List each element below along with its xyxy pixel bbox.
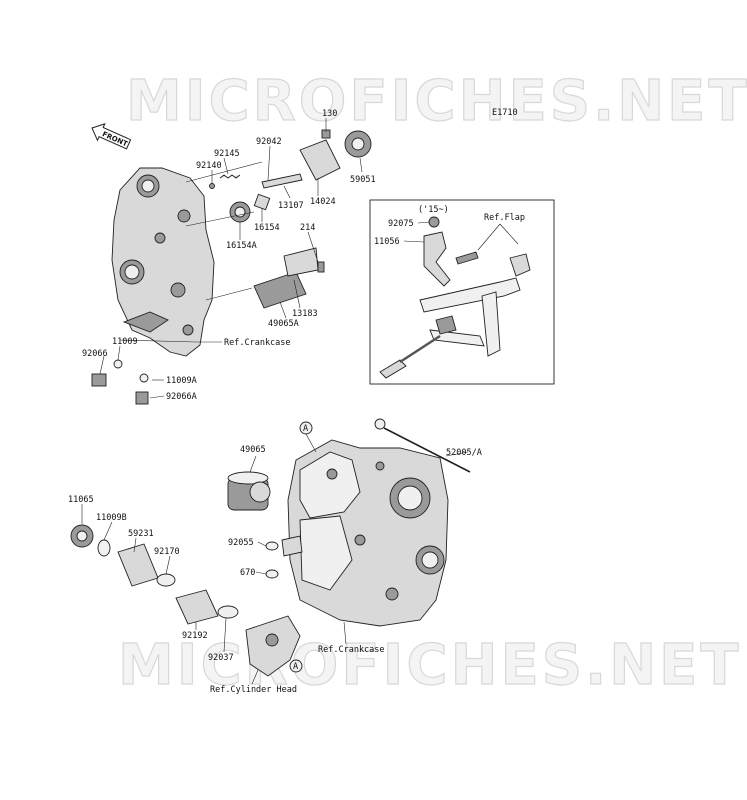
part-label-92145: 92145 bbox=[214, 149, 240, 159]
ref-cylinder-head: Ref.Cylinder Head bbox=[210, 685, 297, 695]
watermark-bottom: MICROFICHES.NET bbox=[118, 633, 742, 698]
part-label-92192: 92192 bbox=[182, 631, 208, 641]
inset-ref-flap: Ref.Flap bbox=[484, 213, 525, 223]
crankcase-lower bbox=[287, 439, 449, 627]
part-label-130: 130 bbox=[322, 109, 337, 119]
part-label-92042: 92042 bbox=[256, 137, 282, 147]
marker-a-bottom: A bbox=[289, 659, 303, 673]
ref-crankcase-bottom: Ref.Crankcase bbox=[318, 645, 385, 655]
part-label-92066: 92066 bbox=[82, 349, 108, 359]
part-label-92170: 92170 bbox=[154, 547, 180, 557]
part-label-11056: 11056 bbox=[374, 237, 400, 247]
part-label-49065a: 49065A bbox=[268, 319, 299, 329]
marker-a-bottom-label: A bbox=[293, 662, 298, 672]
oil-pump-parts bbox=[91, 129, 372, 405]
leader-lines-upper bbox=[99, 118, 363, 399]
inset-year-label: ('15~) bbox=[418, 205, 449, 215]
ref-crankcase-top: Ref.Crankcase bbox=[224, 338, 291, 348]
part-label-16154: 16154 bbox=[254, 223, 280, 233]
part-label-92066a: 92066A bbox=[166, 392, 197, 402]
part-label-670: 670 bbox=[240, 568, 255, 578]
part-label-59051: 59051 bbox=[350, 175, 376, 185]
part-label-13107: 13107 bbox=[278, 201, 304, 211]
part-label-11065: 11065 bbox=[68, 495, 94, 505]
part-label-11009: 11009 bbox=[112, 337, 138, 347]
part-label-16154a: 16154A bbox=[226, 241, 257, 251]
leader-lines-lower bbox=[81, 433, 469, 685]
watermark-top: MICROFICHES.NET bbox=[126, 69, 747, 134]
part-label-11009a: 11009A bbox=[166, 376, 197, 386]
diagram-code: E1710 bbox=[492, 108, 518, 118]
part-label-13183: 13183 bbox=[292, 309, 318, 319]
inset-box: ('15~) Ref.Flap 92075 11056 bbox=[369, 199, 555, 385]
part-label-92075: 92075 bbox=[388, 219, 414, 229]
part-label-59231: 59231 bbox=[128, 529, 154, 539]
part-label-92055: 92055 bbox=[228, 538, 254, 548]
part-label-52005a: 52005/A bbox=[446, 448, 482, 458]
part-label-92037: 92037 bbox=[208, 653, 234, 663]
part-label-14024: 14024 bbox=[310, 197, 336, 207]
part-label-49065: 49065 bbox=[240, 445, 266, 455]
part-label-92140: 92140 bbox=[196, 161, 222, 171]
marker-a-top: A bbox=[299, 421, 313, 435]
marker-a-top-label: A bbox=[303, 424, 308, 434]
part-label-214: 214 bbox=[300, 223, 315, 233]
part-label-11009b: 11009B bbox=[96, 513, 127, 523]
gear-case-cover bbox=[111, 167, 215, 357]
